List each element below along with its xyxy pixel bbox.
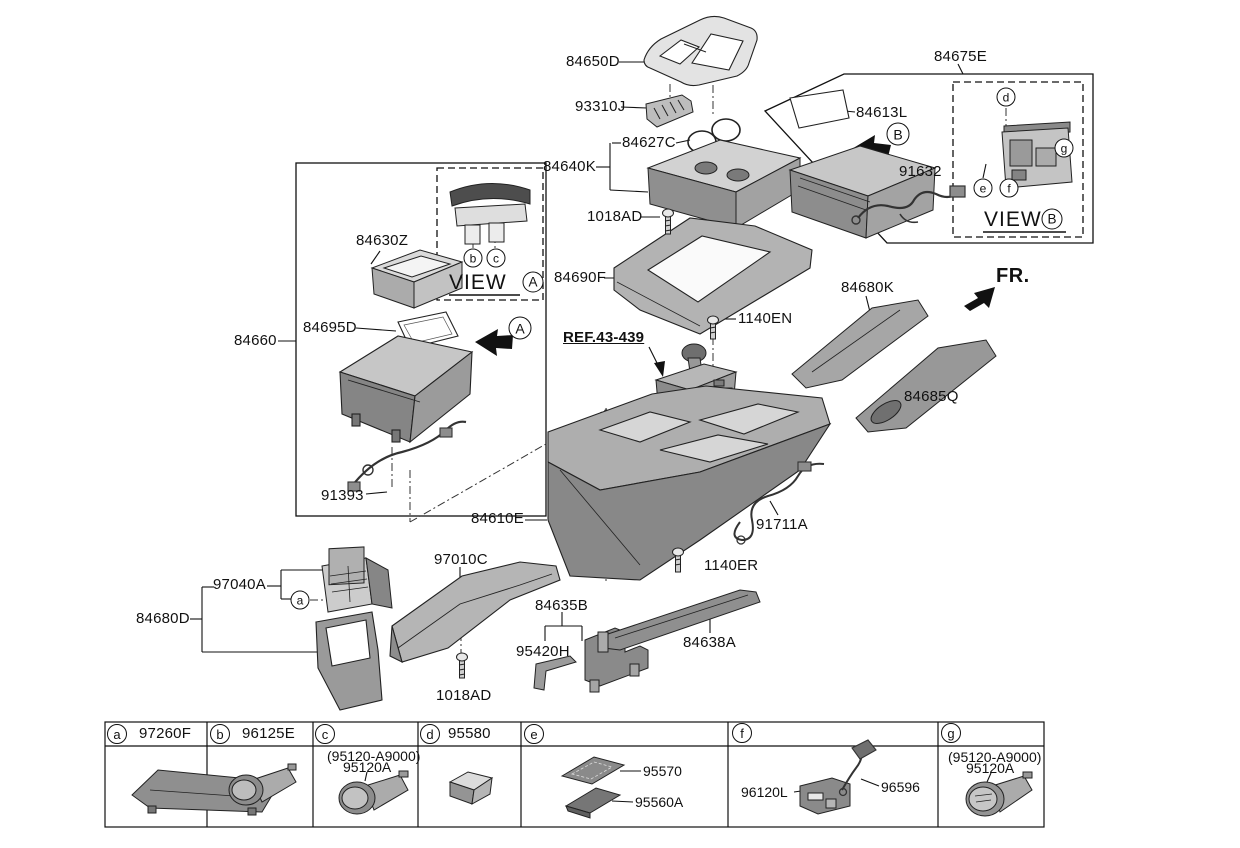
view-a-mini-drawing: [449, 183, 531, 245]
drawing-84613l-mat: [789, 89, 850, 129]
drawing-91393-wiring: [347, 420, 467, 492]
callout-84680k: 84680K: [841, 279, 894, 296]
thumb-96120l: [799, 777, 851, 815]
view-b-word: VIEW: [984, 208, 1042, 231]
callout-circle-d: d: [996, 87, 1016, 107]
marker-circle-a-view: A: [508, 316, 532, 340]
drawing-84610e-console-body: [547, 385, 832, 581]
callout-93310j: 93310J: [575, 98, 626, 115]
callout-84685q: 84685Q: [904, 388, 959, 405]
drawing-84638a-bracket: [597, 589, 761, 653]
callout-84675e: 84675E: [934, 48, 987, 65]
legend-g-code-full: (95120-A9000): [948, 749, 1042, 765]
view-b-title-circle: B: [1041, 208, 1063, 230]
callout-84635b: 84635B: [535, 597, 588, 614]
legend-circle-a: a: [107, 724, 127, 744]
callout-circle-a: a: [290, 590, 310, 610]
drawing-95420h-bracket: [533, 655, 577, 691]
bolt-1140er-icon: [672, 547, 684, 573]
callout-84695d: 84695D: [303, 319, 357, 336]
callout-1018ad-bottom: 1018AD: [436, 687, 492, 704]
callout-circle-c: c: [486, 248, 506, 268]
callout-91393: 91393: [321, 487, 364, 504]
ref-43-439-label: REF.43-439: [563, 329, 645, 346]
legend-f-code-96596: 96596: [881, 779, 920, 795]
callout-95420h: 95420H: [516, 643, 570, 660]
callout-84690f: 84690F: [554, 269, 607, 286]
drawing-97040a-vent: [321, 546, 393, 613]
callout-circle-e: e: [973, 178, 993, 198]
callout-91632: 91632: [899, 163, 942, 180]
callout-97040a: 97040A: [213, 576, 266, 593]
view-a-word: VIEW: [449, 271, 507, 294]
legend-table-grid: [104, 721, 1045, 828]
callout-84650d: 84650D: [566, 53, 620, 70]
fr-arrow-icon: [964, 287, 995, 311]
callout-84613l: 84613L: [856, 104, 908, 121]
drawing-84650d-upper-cover: [643, 15, 758, 87]
view-a-title-circle: A: [522, 271, 544, 293]
view-a-inset-box: [436, 167, 544, 301]
legend-circle-e: e: [524, 724, 544, 744]
callout-1140en: 1140EN: [738, 310, 793, 327]
drawing-97010c-duct: [389, 561, 561, 664]
legend-code-97260f: 97260F: [139, 725, 192, 742]
callout-1140er: 1140ER: [704, 557, 759, 574]
callout-84627c: 84627C: [622, 134, 676, 151]
callout-84680d: 84680D: [136, 610, 190, 627]
marker-circle-b-view: B: [886, 122, 910, 146]
legend-e-code-95570: 95570: [643, 763, 682, 779]
thumb-95580: [448, 771, 494, 805]
ref-arrowhead-icon: [654, 361, 665, 377]
legend-code-95580: 95580: [448, 725, 491, 742]
view-b-inset-box: [952, 81, 1084, 238]
leader-lines: [190, 61, 1010, 803]
drawing-91711a-wiring: [733, 461, 825, 545]
legend-circle-b: b: [210, 724, 230, 744]
callout-84638a: 84638A: [683, 634, 736, 651]
drawing-console-storage-box: [788, 145, 937, 239]
view-a-arrow-icon: [475, 329, 513, 356]
callout-84640k: 84640K: [543, 158, 596, 175]
thumb-96596: [838, 739, 877, 797]
callout-84660: 84660: [234, 332, 277, 349]
drawing-84680d-rear-cover: [315, 611, 383, 711]
drawing-84680k-side-trim: [791, 299, 929, 389]
callout-circle-f: f: [999, 178, 1019, 198]
legend-circle-f: f: [732, 723, 752, 743]
drawing-84685q-side-trim: [855, 339, 997, 433]
drawing-91632-wiring: [851, 185, 966, 225]
bolt-1018ad-top-icon: [662, 208, 674, 235]
drawing-84630z-tray: [370, 249, 464, 309]
bolt-1140en-icon: [707, 315, 719, 340]
callout-circle-b: b: [463, 248, 483, 268]
thumb-95120a-g: [965, 771, 1033, 817]
legend-circle-d: d: [420, 724, 440, 744]
callout-97010c: 97010C: [434, 551, 488, 568]
legend-code-96125e: 96125E: [242, 725, 295, 742]
callout-1018ad-top: 1018AD: [587, 208, 643, 225]
legend-e-code-95560a: 95560A: [635, 794, 684, 810]
callout-91711a: 91711A: [756, 516, 808, 533]
bolt-1018ad-bottom-icon: [456, 652, 468, 679]
legend-c-code-full: (95120-A9000): [327, 748, 421, 764]
drawing-84660-armrest: [338, 335, 474, 444]
legend-circle-g: g: [941, 723, 961, 743]
callout-circle-g: g: [1054, 138, 1074, 158]
legend-f-code-96120l: 96120L: [741, 784, 788, 800]
legend-circle-c: c: [315, 724, 335, 744]
thumb-95570: [560, 756, 626, 785]
legend-g-code: 95120A: [966, 760, 1015, 776]
drawing-84690f-upper-tray-cover: [613, 217, 813, 335]
legend-c-code: 95120A: [343, 759, 392, 775]
thumb-95120a-c: [338, 770, 409, 815]
callout-84610e: 84610E: [471, 510, 524, 527]
thumb-96125e: [228, 763, 297, 806]
thumb-95560a: [564, 787, 622, 819]
drawing-93310j-garnish: [645, 94, 694, 128]
callout-84630z: 84630Z: [356, 232, 409, 249]
fr-direction-label: FR.: [996, 265, 1030, 287]
drawing-84640k-cup-holder: [646, 139, 802, 229]
